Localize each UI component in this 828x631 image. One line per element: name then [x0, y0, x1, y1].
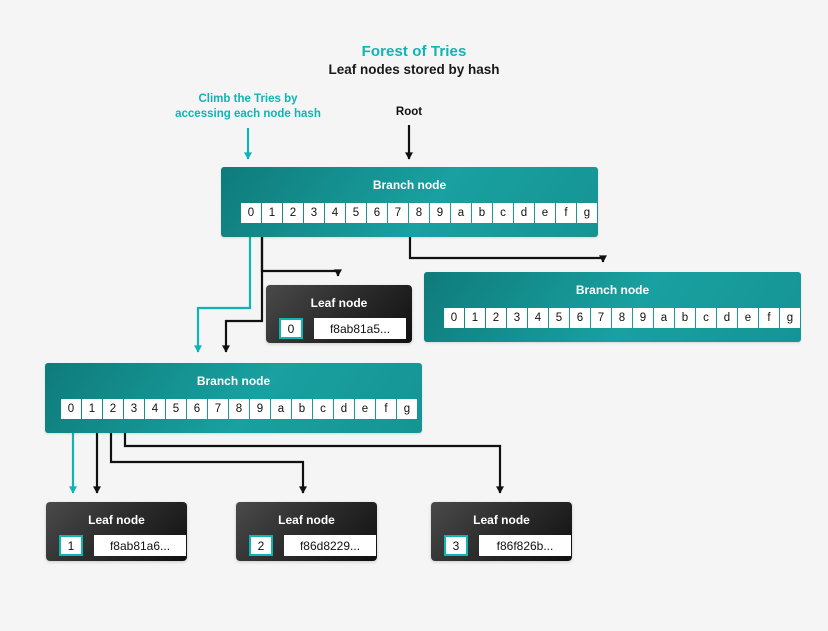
- branch-cell-2[interactable]: 2: [486, 308, 506, 328]
- leaf-node-row: 0 f8ab81a5...: [279, 318, 406, 339]
- leaf-index[interactable]: 0: [279, 318, 303, 339]
- branch-cell-b[interactable]: b: [675, 308, 695, 328]
- leaf-index[interactable]: 1: [59, 535, 83, 556]
- leaf-node-title: Leaf node: [88, 513, 145, 527]
- branch-cell-8[interactable]: 8: [229, 399, 249, 419]
- leaf-hash[interactable]: f8ab81a5...: [314, 318, 406, 339]
- edge-root8-to-right-branch: [408, 222, 607, 263]
- branch-cell-5[interactable]: 5: [166, 399, 186, 419]
- branch-cell-1[interactable]: 1: [465, 308, 485, 328]
- branch-cell-6[interactable]: 6: [570, 308, 590, 328]
- branch-cell-b[interactable]: b: [472, 203, 492, 223]
- branch-cell-b[interactable]: b: [292, 399, 312, 419]
- leaf-node-row: 1 f8ab81a6...: [59, 535, 186, 556]
- branch-cell-g[interactable]: g: [397, 399, 417, 419]
- branch-cell-4[interactable]: 4: [528, 308, 548, 328]
- branch-cell-3[interactable]: 3: [507, 308, 527, 328]
- branch-cell-7[interactable]: 7: [208, 399, 228, 419]
- branch-node-title: Branch node: [196, 374, 271, 388]
- edge-left3-to-leaf3: [123, 430, 504, 494]
- branch-cell-c[interactable]: c: [313, 399, 333, 419]
- leaf-node-title: Leaf node: [473, 513, 530, 527]
- leaf-node-row: 2 f86d8229...: [249, 535, 376, 556]
- leaf-index[interactable]: 3: [444, 535, 468, 556]
- branch-cell-9[interactable]: 9: [430, 203, 450, 223]
- branch-cell-f[interactable]: f: [556, 203, 576, 223]
- branch-cell-6[interactable]: 6: [187, 399, 207, 419]
- edge-root1-to-left-branch: [222, 222, 264, 353]
- branch-cell-4[interactable]: 4: [325, 203, 345, 223]
- branch-cell-9[interactable]: 9: [633, 308, 653, 328]
- branch-cell-d[interactable]: d: [334, 399, 354, 419]
- branch-cell-0[interactable]: 0: [444, 308, 464, 328]
- leaf-hash[interactable]: f86f826b...: [479, 535, 571, 556]
- root-branch-cells: 0 1 2 3 4 5 6 7 8 9 a b c d e f g: [241, 203, 597, 223]
- leaf-node-title: Leaf node: [310, 296, 368, 310]
- branch-node-title: Branch node: [575, 283, 650, 297]
- annotation-climb-line1: Climb the Tries by: [198, 93, 298, 105]
- branch-cell-e[interactable]: e: [738, 308, 758, 328]
- root-branch-node[interactable]: Branch node 0 1 2 3 4 5 6 7 8 9 a b c d …: [221, 167, 598, 237]
- leaf-node-3[interactable]: Leaf node 3 f86f826b...: [431, 502, 572, 561]
- branch-cell-d[interactable]: d: [717, 308, 737, 328]
- leaf-index[interactable]: 2: [249, 535, 273, 556]
- branch-cell-e[interactable]: e: [355, 399, 375, 419]
- branch-cell-1[interactable]: 1: [262, 203, 282, 223]
- leaf-node-1[interactable]: Leaf node 1 f8ab81a6...: [46, 502, 187, 561]
- branch-cell-0[interactable]: 0: [61, 399, 81, 419]
- page-subtitle: Leaf nodes stored by hash: [328, 62, 500, 77]
- branch-cell-f[interactable]: f: [759, 308, 779, 328]
- branch-cell-g[interactable]: g: [780, 308, 800, 328]
- leaf-hash[interactable]: f8ab81a6...: [94, 535, 186, 556]
- branch-cell-d[interactable]: d: [514, 203, 534, 223]
- branch-cell-8[interactable]: 8: [612, 308, 632, 328]
- annotation-root: Root: [395, 106, 423, 118]
- leaf-node-2[interactable]: Leaf node 2 f86d8229...: [236, 502, 377, 561]
- right-branch-node[interactable]: Branch node 0 1 2 3 4 5 6 7 8 9 a b c d …: [424, 272, 801, 342]
- branch-cell-c[interactable]: c: [493, 203, 513, 223]
- branch-cell-a[interactable]: a: [654, 308, 674, 328]
- left-branch-cells: 0 1 2 3 4 5 6 7 8 9 a b c d e f g: [61, 399, 417, 419]
- branch-cell-a[interactable]: a: [451, 203, 471, 223]
- left-branch-node[interactable]: Branch node 0 1 2 3 4 5 6 7 8 9 a b c d …: [45, 363, 422, 433]
- branch-cell-9[interactable]: 9: [250, 399, 270, 419]
- annotation-climb-line2: accessing each node hash: [175, 108, 321, 120]
- branch-cell-7[interactable]: 7: [591, 308, 611, 328]
- branch-cell-e[interactable]: e: [535, 203, 555, 223]
- edge-root8-to-leaf0: [260, 222, 342, 277]
- branch-cell-5[interactable]: 5: [346, 203, 366, 223]
- edge-left2-to-leaf2: [109, 430, 307, 494]
- branch-cell-6[interactable]: 6: [367, 203, 387, 223]
- branch-cell-a[interactable]: a: [271, 399, 291, 419]
- branch-cell-7[interactable]: 7: [388, 203, 408, 223]
- branch-cell-f[interactable]: f: [376, 399, 396, 419]
- branch-cell-2[interactable]: 2: [283, 203, 303, 223]
- branch-cell-1[interactable]: 1: [82, 399, 102, 419]
- branch-node-title: Branch node: [372, 178, 447, 192]
- branch-cell-3[interactable]: 3: [124, 399, 144, 419]
- branch-cell-0[interactable]: 0: [241, 203, 261, 223]
- leaf-node-0[interactable]: Leaf node 0 f8ab81a5...: [266, 285, 412, 343]
- edge-root0-to-left-branch: [194, 222, 252, 353]
- leaf-hash[interactable]: f86d8229...: [284, 535, 376, 556]
- branch-cell-8[interactable]: 8: [409, 203, 429, 223]
- leaf-node-row: 3 f86f826b...: [444, 535, 571, 556]
- branch-cell-4[interactable]: 4: [145, 399, 165, 419]
- branch-cell-2[interactable]: 2: [103, 399, 123, 419]
- annotation-climb-tries: Climb the Tries by accessing each node h…: [158, 92, 338, 122]
- branch-cell-c[interactable]: c: [696, 308, 716, 328]
- leaf-node-title: Leaf node: [278, 513, 335, 527]
- page-title: Forest of Tries: [361, 43, 467, 60]
- branch-cell-g[interactable]: g: [577, 203, 597, 223]
- right-branch-cells: 0 1 2 3 4 5 6 7 8 9 a b c d e f g: [444, 308, 800, 328]
- branch-cell-3[interactable]: 3: [304, 203, 324, 223]
- branch-cell-5[interactable]: 5: [549, 308, 569, 328]
